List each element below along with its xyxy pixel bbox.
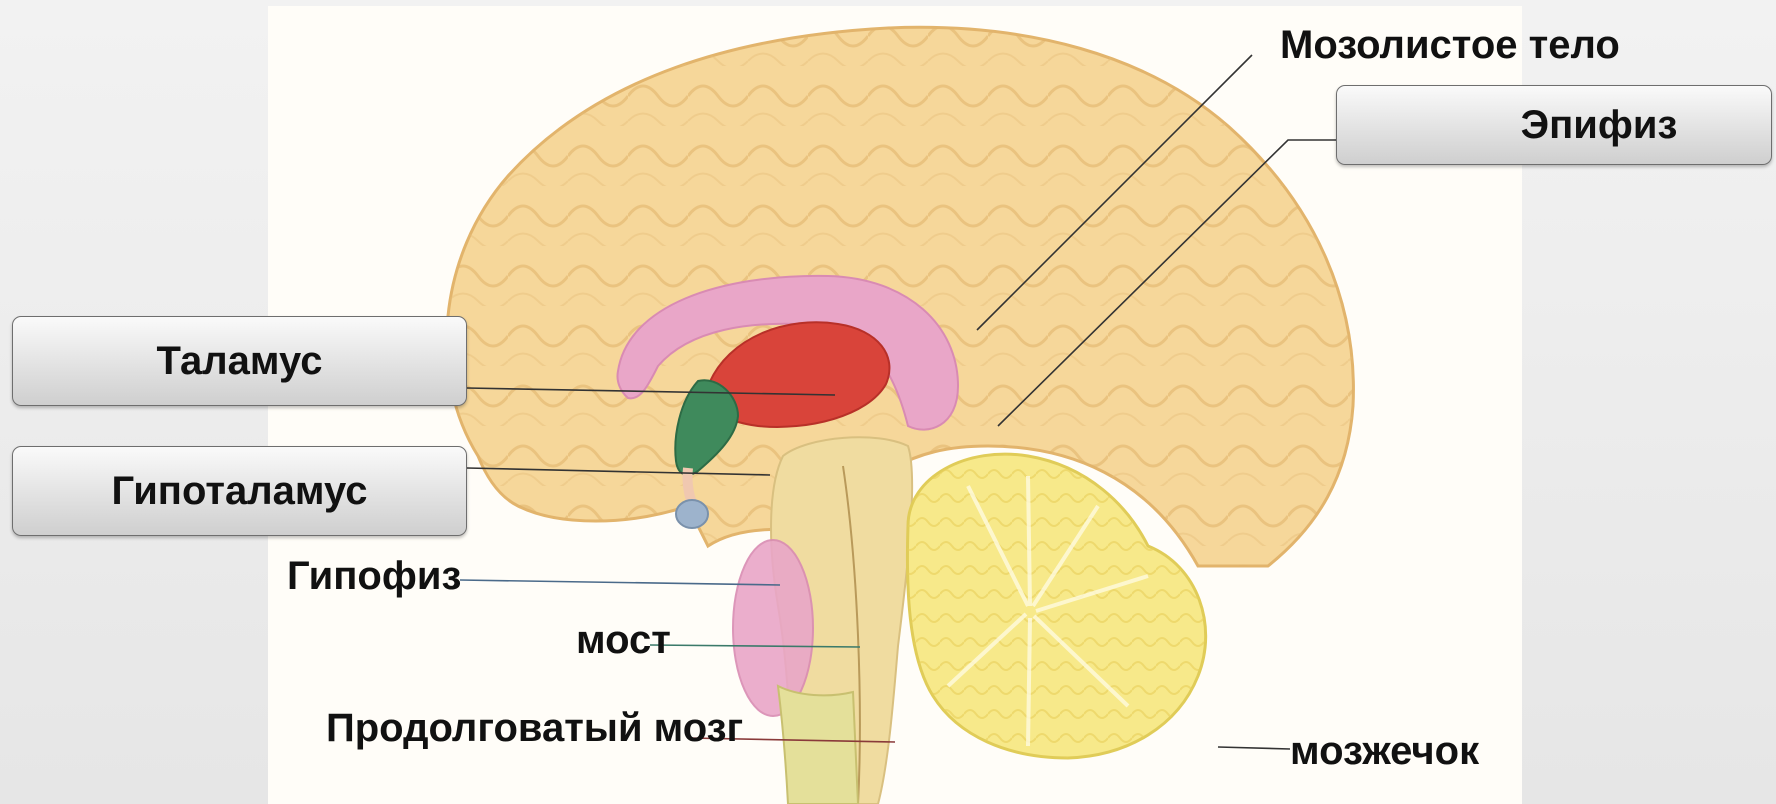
pituitary [676,500,708,528]
label-pineal: Эпифиз [1521,103,1678,148]
label-medulla: Продолговатый мозг [326,705,746,751]
pons [733,540,813,716]
medulla [778,686,858,804]
label-thalamus: Таламус [157,339,323,384]
label-corpus-callosum: Мозолистое тело [1280,22,1620,68]
label-pituitary: Гипофиз [287,553,461,599]
label-pons: мост [576,617,671,663]
label-hypothalamus: Гипоталамус [112,469,368,514]
label-cerebellum: мозжечок [1290,728,1479,774]
label-box-pineal: Эпифиз [1336,85,1772,165]
label-box-thalamus: Таламус [12,316,467,406]
label-box-hypothalamus: Гипоталамус [12,446,467,536]
